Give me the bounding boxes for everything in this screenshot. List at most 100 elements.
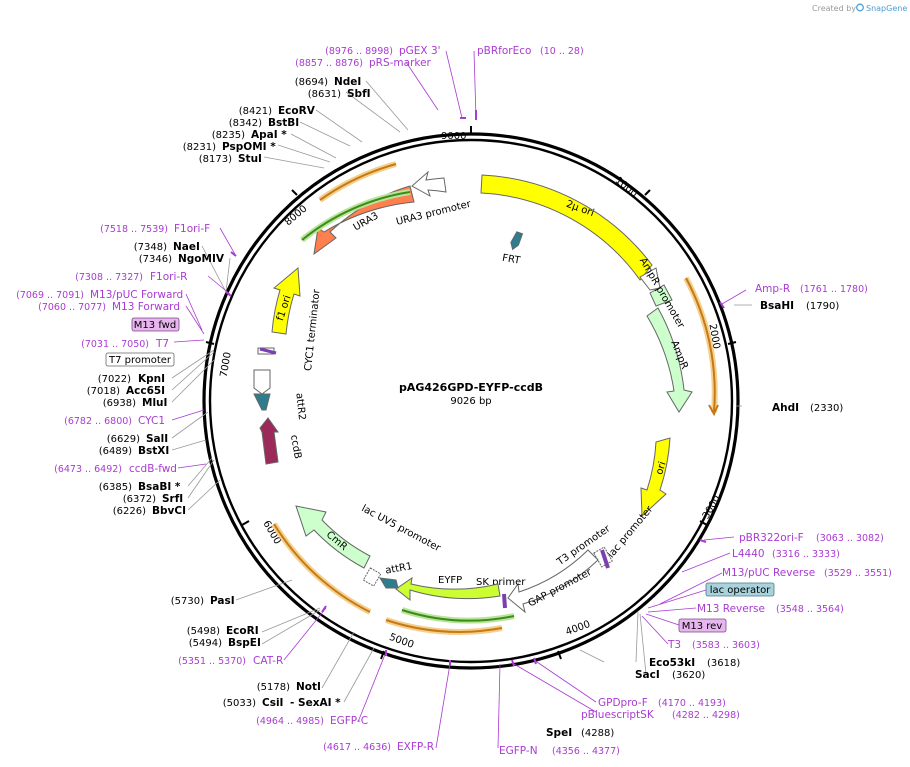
feature-lacuv5-promoter-label: lac UV5 promoter — [359, 503, 442, 554]
primer-m13puc-rev-name[interactable]: M13/pUC Reverse — [722, 567, 815, 579]
feature-ampr-promoter — [649, 284, 673, 307]
primer-exfp-r-pos: (4617 .. 4636) — [323, 742, 391, 753]
tick-1000: 1000 — [613, 175, 640, 200]
primer-m13puc-fwd-name[interactable]: M13/pUC Forward — [90, 289, 183, 301]
primer-amp-r-pos: (1761 .. 1780) — [800, 284, 868, 295]
feature-f1-ori — [271, 266, 301, 335]
m13-fwd-box[interactable] — [131, 317, 180, 332]
primer-t3-pos: (3583 .. 3603) — [692, 640, 760, 651]
primer-egfp-c-pos: (4964 .. 4985) — [256, 716, 324, 727]
site-saci-pos: (3620) — [672, 670, 705, 681]
site-pspomi-name[interactable]: PspOMI * — [222, 141, 276, 153]
tick-7000: 7000 — [219, 351, 234, 378]
primer-f1ori-r-name[interactable]: F1ori-R — [150, 271, 187, 283]
site-srfi-name[interactable]: SrfI — [162, 493, 183, 505]
site-bsahi-pos: (1790) — [806, 301, 839, 312]
site-spei-name[interactable]: SpeI — [546, 727, 572, 739]
primer-m13-reverse-name[interactable]: M13 Reverse — [697, 603, 765, 615]
site-saci-name[interactable]: SacI — [635, 669, 660, 681]
primer-m13puc-rev-pos: (3529 .. 3551) — [824, 568, 892, 579]
feature-eyfp-label: EYFP — [438, 575, 462, 586]
primer-gpdpro-f-name[interactable]: GPDpro-F — [598, 697, 648, 709]
primer-egfp-c-name[interactable]: EGFP-C — [330, 715, 368, 727]
primer-pbrforeco-name[interactable]: pBRforEco — [477, 45, 531, 57]
site-pasi-name[interactable]: PasI — [210, 595, 235, 607]
site-bspei-pos: (5494) — [189, 638, 222, 649]
feature-ori — [640, 437, 671, 518]
site-bsabi-name[interactable]: BsaBI * — [138, 481, 181, 493]
site-sbfi-name[interactable]: SbfI — [347, 88, 371, 100]
site-ahdi-pos: (2330) — [810, 403, 843, 414]
orf-ampr — [685, 277, 716, 413]
backbone-inner-ring — [208, 138, 734, 664]
primer-t7-pos: (7031 .. 7050) — [81, 339, 149, 350]
site-bspei-name[interactable]: BspEI — [228, 637, 261, 649]
site-ahdi-name[interactable]: AhdI — [772, 402, 799, 414]
feature-gap-promoter — [507, 549, 599, 614]
site-bstxi-name[interactable]: BstXI — [138, 445, 169, 457]
site-srfi-pos: (6372) — [123, 494, 156, 505]
site-ecorv-name[interactable]: EcoRV — [278, 105, 316, 117]
site-apai-name[interactable]: ApaI * — [251, 129, 287, 141]
leader-lines — [171, 80, 752, 703]
feature-sk-primer-mark — [502, 593, 507, 609]
primer-exfp-r-name[interactable]: EXFP-R — [397, 741, 434, 753]
orf-cmr — [273, 523, 371, 613]
t7-promoter-box[interactable] — [105, 352, 175, 367]
primer-pbluescriptsk-name[interactable]: pBluescriptSK — [581, 709, 655, 721]
primer-leader-lines — [171, 50, 747, 749]
plasmid-name: pAG426GPD-EYFP-ccdB — [399, 381, 543, 394]
site-ndei-pos: (8694) — [295, 77, 328, 88]
feature-ccdb — [259, 417, 279, 465]
site-stui-name[interactable]: StuI — [238, 153, 262, 165]
site-naei-name[interactable]: NaeI — [173, 241, 200, 253]
site-eco53ki-pos: (3618) — [707, 658, 740, 669]
site-ecori-name[interactable]: EcoRI — [226, 625, 259, 637]
feature-cyc1-white-arrow — [253, 369, 271, 395]
site-ngomiv-pos: (7346) — [139, 254, 172, 265]
site-eco53ki-name[interactable]: Eco53kI — [649, 657, 695, 669]
feature-ccdb-label: ccdB — [288, 434, 303, 460]
primer-pgex3-name[interactable]: pGEX 3' — [399, 45, 441, 57]
primer-ccdb-fwd-pos: (6473 .. 6492) — [54, 464, 122, 475]
site-kpni-name[interactable]: KpnI — [138, 373, 165, 385]
site-bstbi-name[interactable]: BstBI — [268, 117, 299, 129]
primer-prs-marker-name[interactable]: pRS-marker — [369, 57, 432, 69]
primer-egfp-n-name[interactable]: EGFP-N — [499, 745, 538, 757]
credit-text: Created by — [812, 4, 856, 13]
lac-operator-box[interactable] — [705, 582, 775, 597]
primer-t7-name[interactable]: T7 — [155, 338, 169, 350]
primer-m13-forward-pos: (7060 .. 7077) — [38, 302, 106, 313]
primer-m13-forward-name[interactable]: M13 Forward — [112, 301, 180, 313]
site-mlui-name[interactable]: MluI — [142, 397, 167, 409]
site-sexai-name[interactable]: - SexAI * — [290, 697, 341, 709]
feature-cmr — [295, 505, 371, 569]
primer-f1ori-f-name[interactable]: F1ori-F — [174, 223, 210, 235]
feature-mcs-right-mark — [600, 549, 610, 569]
m13-rev-box[interactable] — [678, 618, 727, 633]
site-ndei-name[interactable]: NdeI — [334, 76, 361, 88]
site-acc65i-name[interactable]: Acc65I — [126, 385, 165, 397]
site-noti-pos: (5178) — [257, 682, 290, 693]
feature-ampr — [646, 307, 693, 413]
primer-cyc1-name[interactable]: CYC1 — [138, 415, 165, 427]
site-bsahi-name[interactable]: BsaHI — [760, 300, 794, 312]
primer-cyc1-pos: (6782 .. 6800) — [64, 416, 132, 427]
primer-cat-r-name[interactable]: CAT-R — [253, 655, 283, 667]
site-csii-name[interactable]: CsiI — [262, 697, 283, 709]
site-bbvci-name[interactable]: BbvCI — [152, 505, 186, 517]
site-ngomiv-name[interactable]: NgoMIV — [178, 253, 225, 265]
primer-l4440-pos: (3316 .. 3333) — [772, 549, 840, 560]
primer-t3-name[interactable]: T3 — [667, 639, 681, 651]
primer-l4440-name[interactable]: L4440 — [732, 548, 765, 560]
primer-pbr322ori-f-name[interactable]: pBR322ori-F — [739, 532, 804, 544]
feature-cyc1-terminator-label: CYC1 terminator — [303, 288, 323, 372]
orf-eyfp-orange — [385, 619, 503, 633]
feature-attr1 — [379, 577, 399, 589]
site-sali-pos: (6629) — [107, 434, 140, 445]
primer-amp-r-name[interactable]: Amp-R — [755, 283, 790, 295]
primer-ccdb-fwd-name[interactable]: ccdB-fwd — [129, 463, 177, 475]
site-sali-name[interactable]: SalI — [146, 433, 168, 445]
site-noti-name[interactable]: NotI — [296, 681, 321, 693]
